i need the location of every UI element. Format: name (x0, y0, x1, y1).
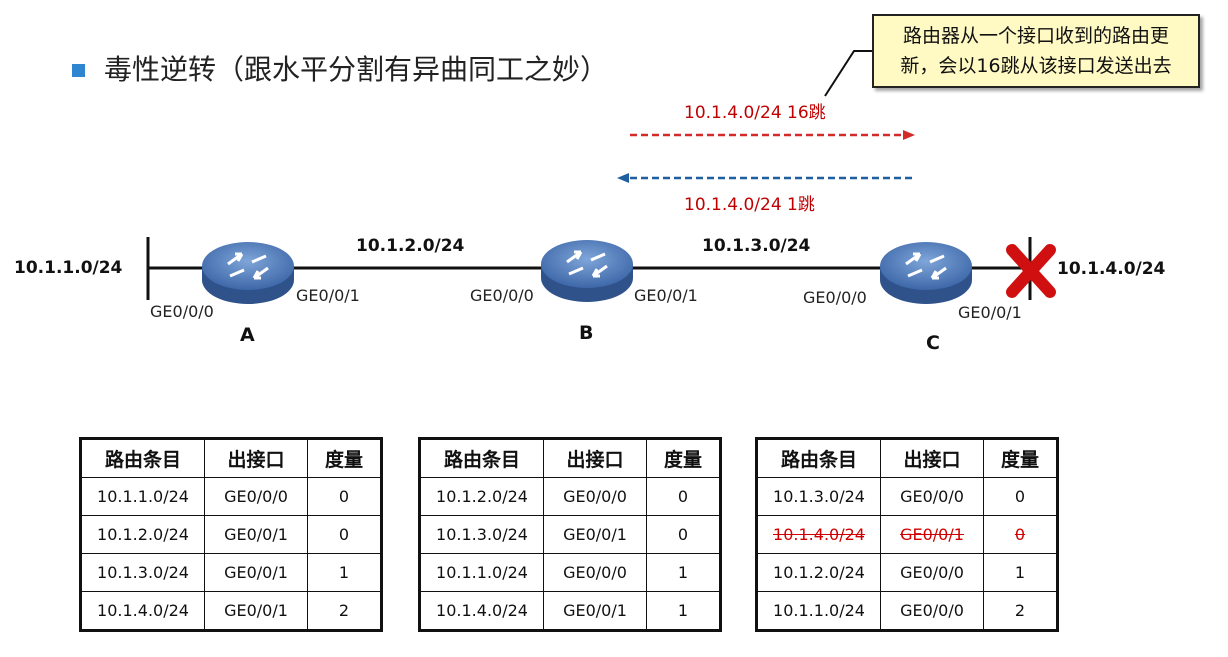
table-header-row: 路由条目 出接口 度量 (80, 438, 382, 478)
network-label-bc: 10.1.3.0/24 (702, 236, 811, 256)
route-cell: 10.1.4.0/24 (419, 591, 544, 631)
route-cell: 10.1.1.0/24 (419, 553, 544, 592)
poison-update-arrow (630, 130, 915, 140)
interface-cell: GE0/0/1 (204, 591, 308, 631)
title-bullet-icon (72, 64, 85, 77)
callout-pointer (824, 50, 874, 97)
interface-cell: GE0/0/1 (880, 515, 984, 554)
route-cell: 10.1.4.0/24 (80, 591, 205, 631)
column-header-metric: 度量 (307, 438, 382, 478)
metric-cell: 0 (307, 477, 382, 516)
metric-cell: 1 (646, 553, 721, 592)
router-label-c: C (926, 332, 940, 354)
callout-line-1: 路由器从一个接口收到的路由更 (902, 25, 1169, 47)
table-row: 10.1.3.0/24 GE0/0/0 0 (756, 477, 1058, 516)
route-cell: 10.1.1.0/24 (756, 591, 881, 631)
network-label-right: 10.1.4.0/24 (1057, 259, 1166, 279)
route-cell: 10.1.2.0/24 (756, 553, 881, 592)
metric-cell: 1 (307, 553, 382, 592)
interface-cell: GE0/0/0 (204, 477, 308, 516)
routing-table-b: 路由条目 出接口 度量 10.1.2.0/24 GE0/0/0 0 10.1.3… (418, 437, 722, 632)
metric-cell: 0 (646, 477, 721, 516)
interface-a-ge001: GE0/0/1 (296, 286, 360, 305)
update-message-16-hops: 10.1.4.0/24 16跳 (684, 103, 826, 123)
interface-cell: GE0/0/0 (543, 553, 647, 592)
column-header-interface: 出接口 (204, 438, 308, 478)
table-row: 10.1.3.0/24 GE0/0/1 1 (80, 553, 382, 592)
column-header-route: 路由条目 (80, 438, 205, 478)
metric-cell: 0 (983, 477, 1058, 516)
interface-cell: GE0/0/1 (204, 515, 308, 554)
router-label-a: A (240, 324, 255, 346)
route-cell: 10.1.1.0/24 (80, 477, 205, 516)
interface-cell: GE0/0/0 (880, 553, 984, 592)
metric-cell: 0 (307, 515, 382, 554)
column-header-interface: 出接口 (880, 438, 984, 478)
interface-c-ge001: GE0/0/1 (958, 303, 1022, 322)
table-header-row: 路由条目 出接口 度量 (756, 438, 1058, 478)
metric-cell: 2 (983, 591, 1058, 631)
table-row: 10.1.1.0/24 GE0/0/0 1 (419, 553, 721, 592)
callout-note: 路由器从一个接口收到的路由更 新，会以16跳从该接口发送出去 (872, 14, 1200, 88)
table-row: 10.1.2.0/24 GE0/0/0 0 (419, 477, 721, 516)
normal-update-arrow (617, 173, 912, 183)
interface-cell: GE0/0/1 (543, 591, 647, 631)
column-header-metric: 度量 (983, 438, 1058, 478)
table-row: 10.1.3.0/24 GE0/0/1 0 (419, 515, 721, 554)
interface-cell: GE0/0/0 (880, 477, 984, 516)
interface-b-ge001: GE0/0/1 (634, 286, 698, 305)
table-header-row: 路由条目 出接口 度量 (419, 438, 721, 478)
table-row: 10.1.1.0/24 GE0/0/0 2 (756, 591, 1058, 631)
metric-cell: 2 (307, 591, 382, 631)
column-header-route: 路由条目 (756, 438, 881, 478)
route-cell: 10.1.3.0/24 (419, 515, 544, 554)
interface-b-ge000: GE0/0/0 (470, 286, 534, 305)
metric-cell: 1 (983, 553, 1058, 592)
network-label-ab: 10.1.2.0/24 (356, 236, 465, 256)
metric-cell: 1 (646, 591, 721, 631)
route-cell: 10.1.3.0/24 (80, 553, 205, 592)
interface-cell: GE0/0/1 (204, 553, 308, 592)
interface-cell: GE0/0/1 (543, 515, 647, 554)
router-c-icon (880, 242, 972, 304)
interface-cell: GE0/0/0 (543, 477, 647, 516)
network-label-left: 10.1.1.0/24 (14, 258, 123, 278)
interface-a-ge000: GE0/0/0 (150, 302, 214, 321)
route-cell: 10.1.2.0/24 (419, 477, 544, 516)
link-failure-cross-icon (1006, 244, 1056, 298)
page-title: 毒性逆转（跟水平分割有异曲同工之妙） (104, 53, 609, 86)
router-b-icon (541, 240, 633, 302)
interface-c-ge000: GE0/0/0 (803, 288, 867, 307)
route-cell: 10.1.3.0/24 (756, 477, 881, 516)
table-row: 10.1.4.0/24 GE0/0/1 2 (80, 591, 382, 631)
column-header-interface: 出接口 (543, 438, 647, 478)
topology-diagram (146, 130, 1056, 304)
routing-table-a: 路由条目 出接口 度量 10.1.1.0/24 GE0/0/0 0 10.1.2… (79, 437, 383, 632)
route-cell: 10.1.2.0/24 (80, 515, 205, 554)
table-row: 10.1.4.0/24 GE0/0/1 1 (419, 591, 721, 631)
route-cell: 10.1.4.0/24 (756, 515, 881, 554)
column-header-metric: 度量 (646, 438, 721, 478)
routing-table-c: 路由条目 出接口 度量 10.1.3.0/24 GE0/0/0 0 10.1.4… (755, 437, 1059, 632)
interface-cell: GE0/0/0 (880, 591, 984, 631)
metric-cell: 0 (646, 515, 721, 554)
table-row: 10.1.1.0/24 GE0/0/0 0 (80, 477, 382, 516)
table-row: 10.1.2.0/24 GE0/0/1 0 (80, 515, 382, 554)
update-message-1-hop: 10.1.4.0/24 1跳 (684, 195, 815, 215)
table-row: 10.1.2.0/24 GE0/0/0 1 (756, 553, 1058, 592)
callout-line-2: 新，会以16跳从该接口发送出去 (900, 55, 1172, 77)
router-label-b: B (579, 322, 594, 344)
metric-cell: 0 (983, 515, 1058, 554)
column-header-route: 路由条目 (419, 438, 544, 478)
table-row-removed: 10.1.4.0/24 GE0/0/1 0 (756, 515, 1058, 554)
router-a-icon (202, 242, 294, 304)
